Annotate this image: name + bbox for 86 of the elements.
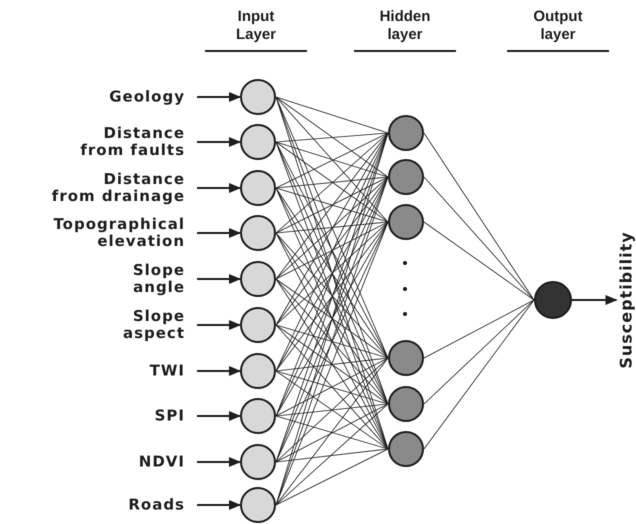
arrow <box>197 228 241 238</box>
connection-line <box>424 132 534 300</box>
neuron-circle <box>388 115 424 151</box>
connection-line <box>276 404 388 506</box>
connection-line <box>276 96 388 134</box>
connection-line <box>276 132 388 280</box>
input-label: Distance from drainage <box>52 171 197 205</box>
connection-line <box>276 358 388 372</box>
connection-line <box>276 324 388 450</box>
connection-line <box>276 96 388 178</box>
output-label: Susceptibility <box>616 231 636 369</box>
connection-line <box>276 222 388 372</box>
connection-line <box>276 132 388 234</box>
neuron-circle <box>534 281 572 319</box>
connection-line <box>276 132 388 326</box>
connection-line <box>276 132 388 188</box>
neuron-circle <box>388 386 424 422</box>
neuron-circle <box>240 79 276 115</box>
input-label: NDVI <box>138 454 197 470</box>
neuron-circle <box>240 444 276 480</box>
arrow <box>197 411 241 421</box>
connection-line <box>424 222 534 300</box>
neuron-circle <box>240 307 276 343</box>
arrow <box>572 295 618 305</box>
neuron-circle <box>388 204 424 240</box>
connection-line <box>276 222 388 280</box>
connection-line <box>276 222 388 234</box>
input-label: TWI <box>150 362 197 380</box>
neuron-circle <box>388 431 424 467</box>
neuron-circle <box>240 353 276 389</box>
arrow <box>197 500 241 510</box>
neuron-circle <box>240 170 276 206</box>
arrow <box>197 137 241 147</box>
connection-line <box>276 416 388 450</box>
connection-line <box>276 448 388 462</box>
connection-line <box>276 404 388 462</box>
input-label: Slope aspect <box>122 308 197 342</box>
connection-line <box>276 232 388 358</box>
connection-line <box>276 278 388 404</box>
connection-line <box>424 300 534 450</box>
connection-line <box>276 176 388 188</box>
connection-line <box>276 370 388 450</box>
neuron-circle <box>240 398 276 434</box>
neuron-circle <box>388 159 424 195</box>
neuron-circle <box>388 340 424 376</box>
connection-line <box>276 142 388 222</box>
neuron-circle <box>240 215 276 251</box>
arrow <box>197 366 241 376</box>
layer-heading: Input Layer <box>205 8 307 52</box>
input-label: SPI <box>154 408 197 424</box>
connection-line <box>276 188 388 222</box>
connection-line <box>276 324 388 358</box>
input-label: Topographical elevation <box>53 216 197 250</box>
connection-line <box>276 132 388 142</box>
connection-line <box>276 222 388 326</box>
connection-line <box>276 176 388 234</box>
neuron-circle <box>240 124 276 160</box>
neuron-circle <box>240 487 276 523</box>
input-label: Roads <box>128 496 197 514</box>
connection-line <box>424 300 534 404</box>
connection-line <box>276 358 388 506</box>
connection-line <box>276 370 388 404</box>
layer-heading: Output layer <box>507 8 609 52</box>
connection-line <box>276 448 388 506</box>
input-label: Geology <box>109 88 197 106</box>
layer-heading: Hidden layer <box>354 8 456 52</box>
connection-line <box>424 300 534 358</box>
connection-line <box>276 96 388 222</box>
connection-line <box>276 278 388 358</box>
connection-line <box>276 358 388 416</box>
arrow <box>197 92 241 102</box>
input-label: Distance from faults <box>80 125 197 159</box>
connection-line <box>424 176 534 300</box>
input-label: Slope angle <box>132 262 197 296</box>
connection-line <box>276 142 388 178</box>
neuron-circle <box>240 261 276 297</box>
connection-line <box>276 176 388 326</box>
connection-line <box>276 278 388 450</box>
arrow <box>197 274 241 284</box>
connection-line <box>276 324 388 404</box>
connection-line <box>276 358 388 462</box>
connection-line <box>276 404 388 416</box>
arrow <box>197 183 241 193</box>
arrow <box>197 457 241 467</box>
arrow <box>197 320 241 330</box>
connection-line <box>276 176 388 280</box>
